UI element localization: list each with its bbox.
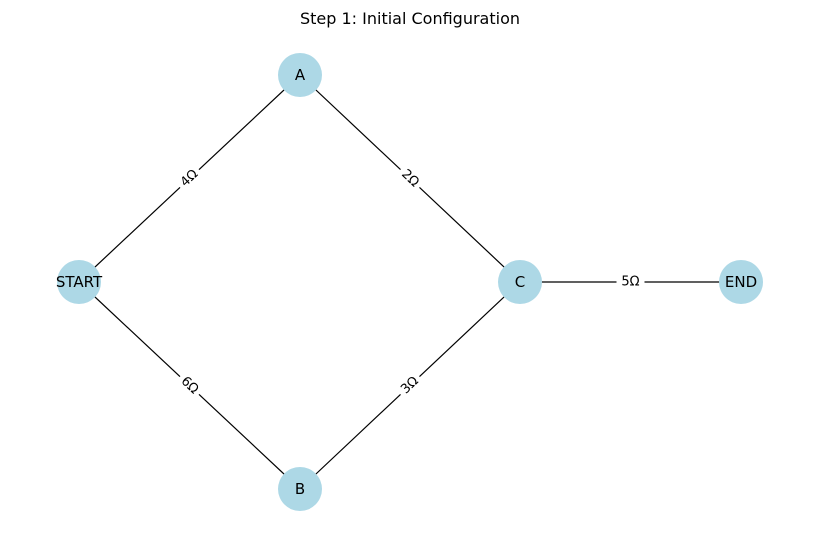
edge-label-b-c: 3Ω bbox=[394, 370, 426, 401]
diagram-title: Step 1: Initial Configuration bbox=[300, 9, 520, 28]
edge-label-background bbox=[394, 370, 426, 401]
node-label: START bbox=[56, 273, 103, 291]
node-b: B bbox=[278, 467, 322, 511]
edge-label-background bbox=[173, 163, 206, 194]
node-start: START bbox=[56, 260, 103, 304]
edge-label-start-b: 6Ω bbox=[173, 370, 206, 401]
node-c: C bbox=[498, 260, 542, 304]
node-label: END bbox=[725, 273, 757, 291]
edge-label-background bbox=[394, 163, 426, 194]
edge-label-background bbox=[616, 273, 645, 291]
node-circle bbox=[57, 260, 101, 304]
edge-label-background bbox=[173, 370, 206, 401]
edge-label-text: 5Ω bbox=[621, 275, 639, 290]
node-circle bbox=[498, 260, 542, 304]
edge-labels: 4Ω 6Ω 2Ω 3Ω 5Ω bbox=[173, 163, 645, 401]
nodes: START A B C END bbox=[56, 53, 763, 511]
node-a: A bbox=[278, 53, 322, 97]
node-label: C bbox=[515, 273, 525, 291]
node-circle bbox=[719, 260, 763, 304]
node-circle bbox=[278, 467, 322, 511]
node-end: END bbox=[719, 260, 763, 304]
node-circle bbox=[278, 53, 322, 97]
node-label: B bbox=[295, 480, 305, 498]
edge-label-start-a: 4Ω bbox=[173, 163, 206, 194]
node-label: A bbox=[295, 66, 306, 84]
edge-label-c-end: 5Ω bbox=[616, 273, 645, 291]
edge-label-a-c: 2Ω bbox=[394, 163, 426, 194]
